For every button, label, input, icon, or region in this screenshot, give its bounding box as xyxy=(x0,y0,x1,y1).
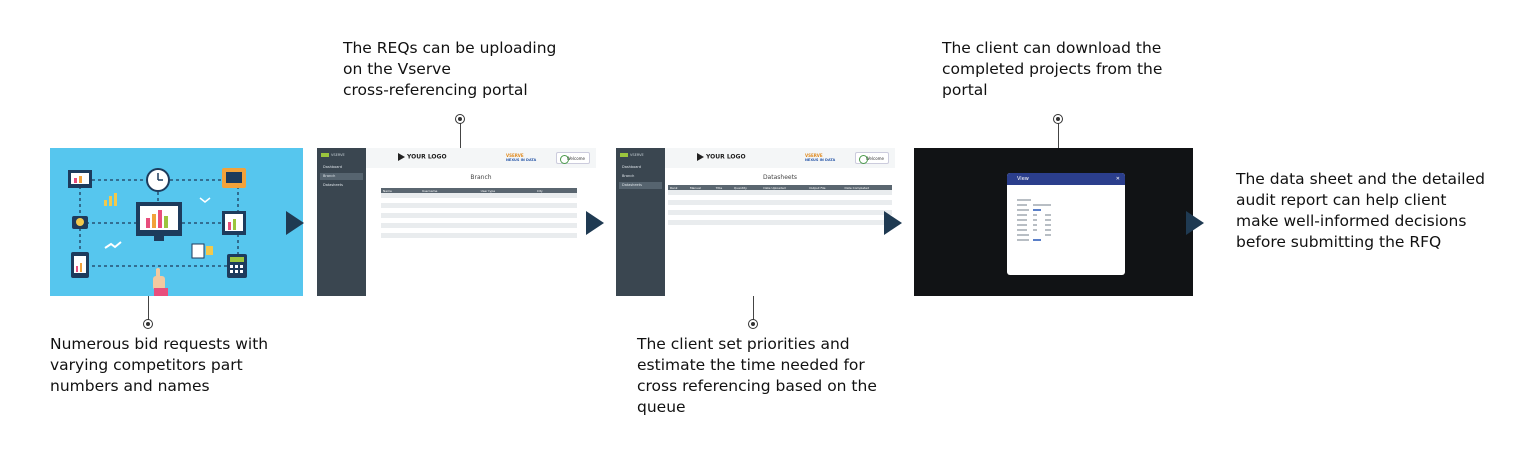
pin-line-step-1 xyxy=(148,296,149,322)
sidebar-item-dashboard[interactable]: Dashboard xyxy=(622,165,641,169)
step-3-caption: The client set priorities and estimate t… xyxy=(637,335,877,416)
step-2-caption: The REQs can be uploading on the Vserve … xyxy=(343,39,557,99)
sidebar-item-dashboard[interactable]: Dashboard xyxy=(323,165,342,169)
pin-line-step-3 xyxy=(753,296,754,322)
table-row xyxy=(381,193,577,198)
bid-requests-illustration xyxy=(50,148,303,296)
table-row xyxy=(381,213,577,218)
table-row xyxy=(381,238,577,243)
table-row xyxy=(381,223,577,228)
step-5-caption: The data sheet and the detailed audit re… xyxy=(1236,170,1485,251)
portal-sidebar: VSERVE Dashboard Branch Datasheets xyxy=(616,148,665,296)
sidebar-item-branch[interactable]: Branch xyxy=(622,174,635,178)
pin-dot-step-2 xyxy=(455,114,465,124)
table-row xyxy=(381,203,577,208)
user-menu[interactable]: Welcome xyxy=(556,152,590,164)
table-row xyxy=(381,233,577,238)
view-modal: View xyxy=(1007,173,1125,275)
portal-brand: VSERVE xyxy=(620,153,644,157)
portal-brand: VSERVE xyxy=(321,153,345,157)
table-row xyxy=(668,210,892,215)
page-title: Datasheets xyxy=(762,174,798,181)
pin-line-step-4 xyxy=(1058,119,1059,148)
step-arrow-2 xyxy=(586,211,604,235)
table-row xyxy=(668,220,892,225)
view-modal-title: View xyxy=(1017,176,1029,182)
view-modal-header: View xyxy=(1007,173,1125,185)
sidebar-item-branch[interactable]: Branch xyxy=(320,173,363,180)
table-row xyxy=(668,200,892,205)
pin-dot-step-3 xyxy=(748,319,758,329)
pin-dot-step-1 xyxy=(143,319,153,329)
sidebar-item-datasheets[interactable]: Datasheets xyxy=(619,182,662,189)
view-modal-details xyxy=(1017,199,1051,241)
step-4-caption: The client can download the completed pr… xyxy=(942,39,1163,99)
step-arrow-3 xyxy=(884,211,902,235)
page-title: Branch xyxy=(470,174,492,181)
sidebar-item-datasheets[interactable]: Datasheets xyxy=(323,183,343,187)
client-logo: YOUR LOGO xyxy=(398,153,447,161)
pin-line-step-2 xyxy=(460,119,461,148)
step-arrow-4 xyxy=(1186,211,1204,235)
download-portal-screenshot: View xyxy=(914,148,1193,296)
client-logo: YOUR LOGO xyxy=(697,153,746,161)
step-arrow-1 xyxy=(286,211,304,235)
datasheets-portal-screenshot: VSERVE Dashboard Branch Datasheets YOUR … xyxy=(616,148,895,296)
step-1-caption: Numerous bid requests with varying compe… xyxy=(50,335,269,395)
portal-sidebar: VSERVE Dashboard Branch Datasheets xyxy=(317,148,366,296)
table-row xyxy=(668,190,892,195)
pin-dot-step-4 xyxy=(1053,114,1063,124)
user-menu[interactable]: Welcome xyxy=(855,152,889,164)
network-illustration-graphic xyxy=(68,168,247,296)
branch-portal-screenshot: VSERVE Dashboard Branch Datasheets YOUR … xyxy=(317,148,596,296)
